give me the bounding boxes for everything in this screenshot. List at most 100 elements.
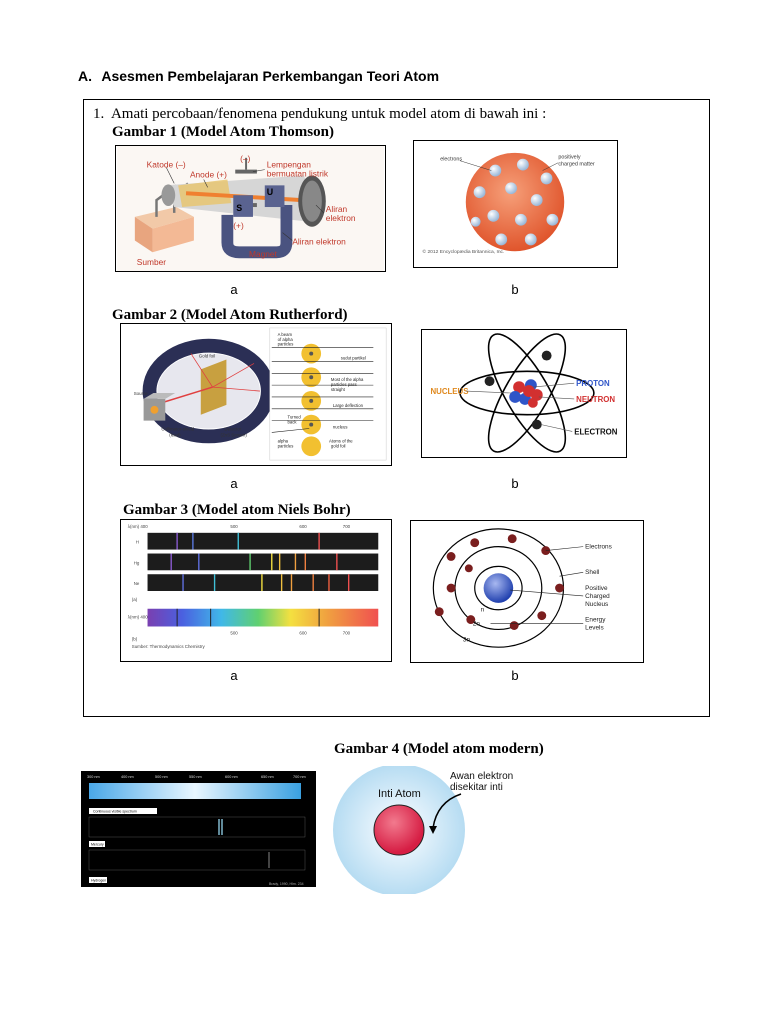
positive-label-1: positively [558,155,581,161]
energy-levels-label-2: Levels [585,624,603,631]
spec-tick2-3: 600 [299,630,307,635]
section-letter: A. [78,68,92,84]
g4-tick-2: 400 nm [121,775,134,779]
gambar4-spectrum-figure: 300 nm 400 nm 500 nm 550 nm 600 nm 650 n… [81,771,316,887]
spec-tick2-4: 700 [343,630,351,635]
collimator-label-1: Collimator-shield [161,426,194,431]
gambar1b-figure: electrons positively charged matter © 20… [413,140,618,268]
question-number: 1. [93,106,105,122]
gambar1-title: Gambar 1 (Model Atom Thomson) [112,124,334,140]
gambar3-caption-b: b [511,668,519,683]
electrons-bohr-label: Electrons [585,544,612,551]
lempengan-label-2: bermuatan listrik [267,169,329,179]
gambar4-atom-figure: Inti Atom Awan elektron disekitar inti [333,766,551,894]
g4-tick-6: 650 nm [261,775,274,779]
electrons-label: electrons [440,157,462,163]
katode-label: Katode (–) [147,160,186,170]
spec-tick2-1: λ(nm) 400 [128,615,148,620]
collimator-label-2: (lead) [169,432,181,437]
g4-tick-1: 300 nm [87,775,100,779]
beam-label-1: A beam [278,332,293,337]
neutron-label: NEUTRON [576,395,615,404]
awan-label-2: disekitar inti [450,782,503,793]
turned-label-1: Turned [288,415,302,420]
panel-b-label: (b) [132,636,138,641]
alpha-label-1: alpha [278,438,289,443]
gambar2-title: Gambar 2 (Model Atom Rutherford) [112,307,348,323]
proton-label: PROTON [576,379,610,388]
spec-row-h: H [136,540,139,545]
magnet-u-label: U [267,187,273,197]
gambar4-title: Gambar 4 (Model atom modern) [334,741,544,757]
section-heading: A. Asesmen Pembelajaran Perkembangan Teo… [78,68,439,84]
positive-label-2: charged matter [558,162,595,168]
alpha-label-2: particles [278,443,294,448]
gambar1-caption-b: b [511,282,519,297]
g4-tick-7: 700 nm [293,775,306,779]
gambar3a-figure: λ(nm) 400 500 600 700 H Hg Ne (a) λ(nm) … [120,519,392,662]
gambar2b-figure: NUCLEUS PROTON NEUTRON ELECTRON [421,329,627,458]
turned-label-2: back [288,420,298,425]
spec-tick-3: 600 [299,524,307,529]
most-label-2: particles pass [331,382,357,387]
most-label-3: straight [331,387,346,392]
magnet-label: Magnet [249,249,278,259]
nucleus-atom-label: NUCLEUS [430,387,468,396]
spec-tick-4: 700 [343,524,351,529]
detector-label-1: Detector [224,426,241,431]
electron-label: ELECTRON [574,427,618,436]
sumber-label: Sumber [137,257,166,267]
gold-foil-label: Gold foil [199,354,215,359]
g4-label-1: Continuous visible spectrum [93,810,137,814]
question-text: 1. Amati percobaan/fenomena pendukung un… [93,106,546,123]
gambar1a-figure: S U Katode (–) Anode (+) (–) (+) Lempeng… [115,145,386,272]
atoms-label-1: Atoms of the [329,438,353,443]
inti-atom-label: Inti Atom [378,788,421,800]
gambar2a-figure: Source Gold foil Collimator-shield (lead… [120,323,392,466]
shell-label: Shell [585,569,599,576]
aliran-label-2: elektron [326,213,356,223]
shell-2n-label: 2n [473,621,481,628]
gambar2-caption-b: b [511,476,519,491]
atoms-label-2: gold foil [331,443,346,448]
aliran-label-1: Aliran [326,204,348,214]
g4-tick-4: 550 nm [189,775,202,779]
g4-tick-3: 500 nm [155,775,168,779]
spectra-credit: Sumber: Thermodynamics Chemistry [132,644,206,649]
energy-levels-label-1: Energy [585,617,606,624]
spec-tick2-2: 500 [230,630,238,635]
beam-label-2: of alpha [278,337,294,342]
g4-label-3: Hydrogen [91,879,106,883]
gambar2-caption-a: a [230,476,238,491]
gambar3b-figure: Electrons Shell Positive Charged Nucleus… [410,520,644,663]
shell-3n-label: 3n [463,636,471,643]
gambar3-caption-a: a [230,668,238,683]
question-body: Amati percobaan/fenomena pendukung untuk… [110,106,547,122]
panel-a-label: (a) [132,597,138,602]
spec-row-hg: Hg [134,560,140,565]
gambar1-caption-a: a [230,282,238,297]
g4-tick-5: 600 nm [225,775,238,779]
anode-label: Anode (+) [190,169,227,179]
britannica-credit: © 2012 Encyclopædia Britannica, Inc. [422,248,504,255]
nucleus-label: nucleus [333,425,348,430]
section-title: Asesmen Pembelajaran Perkembangan Teori … [101,68,440,84]
spec-row-ne: Ne [134,581,140,586]
aliran-elektron-label: Aliran elektron [292,236,346,246]
most-label-1: Most of the alpha [331,377,364,382]
awan-label-1: Awan elektron [450,771,513,782]
question-box [83,99,710,717]
lempengan-label-1: Lempengan [267,160,312,170]
g4-credit: Brady, 1990, Hlm. 234 [269,882,304,886]
shell-n-label: n [481,607,485,614]
detector-label-2: (ZnS Screen) [221,432,248,437]
g4-label-2: Mercury [91,843,104,847]
sudut-label: sudut partikel [341,355,366,360]
positive-nucleus-label-2: Charged [585,593,610,600]
spec-tick-1: λ(nm) 400 [128,524,148,529]
beam-label-3: particles [278,342,294,347]
magnet-s-label: S [236,203,242,213]
gambar3-title: Gambar 3 (Model atom Niels Bohr) [123,502,351,518]
large-deflection-label: Large deflection [333,403,364,408]
spec-tick-2: 500 [230,524,238,529]
